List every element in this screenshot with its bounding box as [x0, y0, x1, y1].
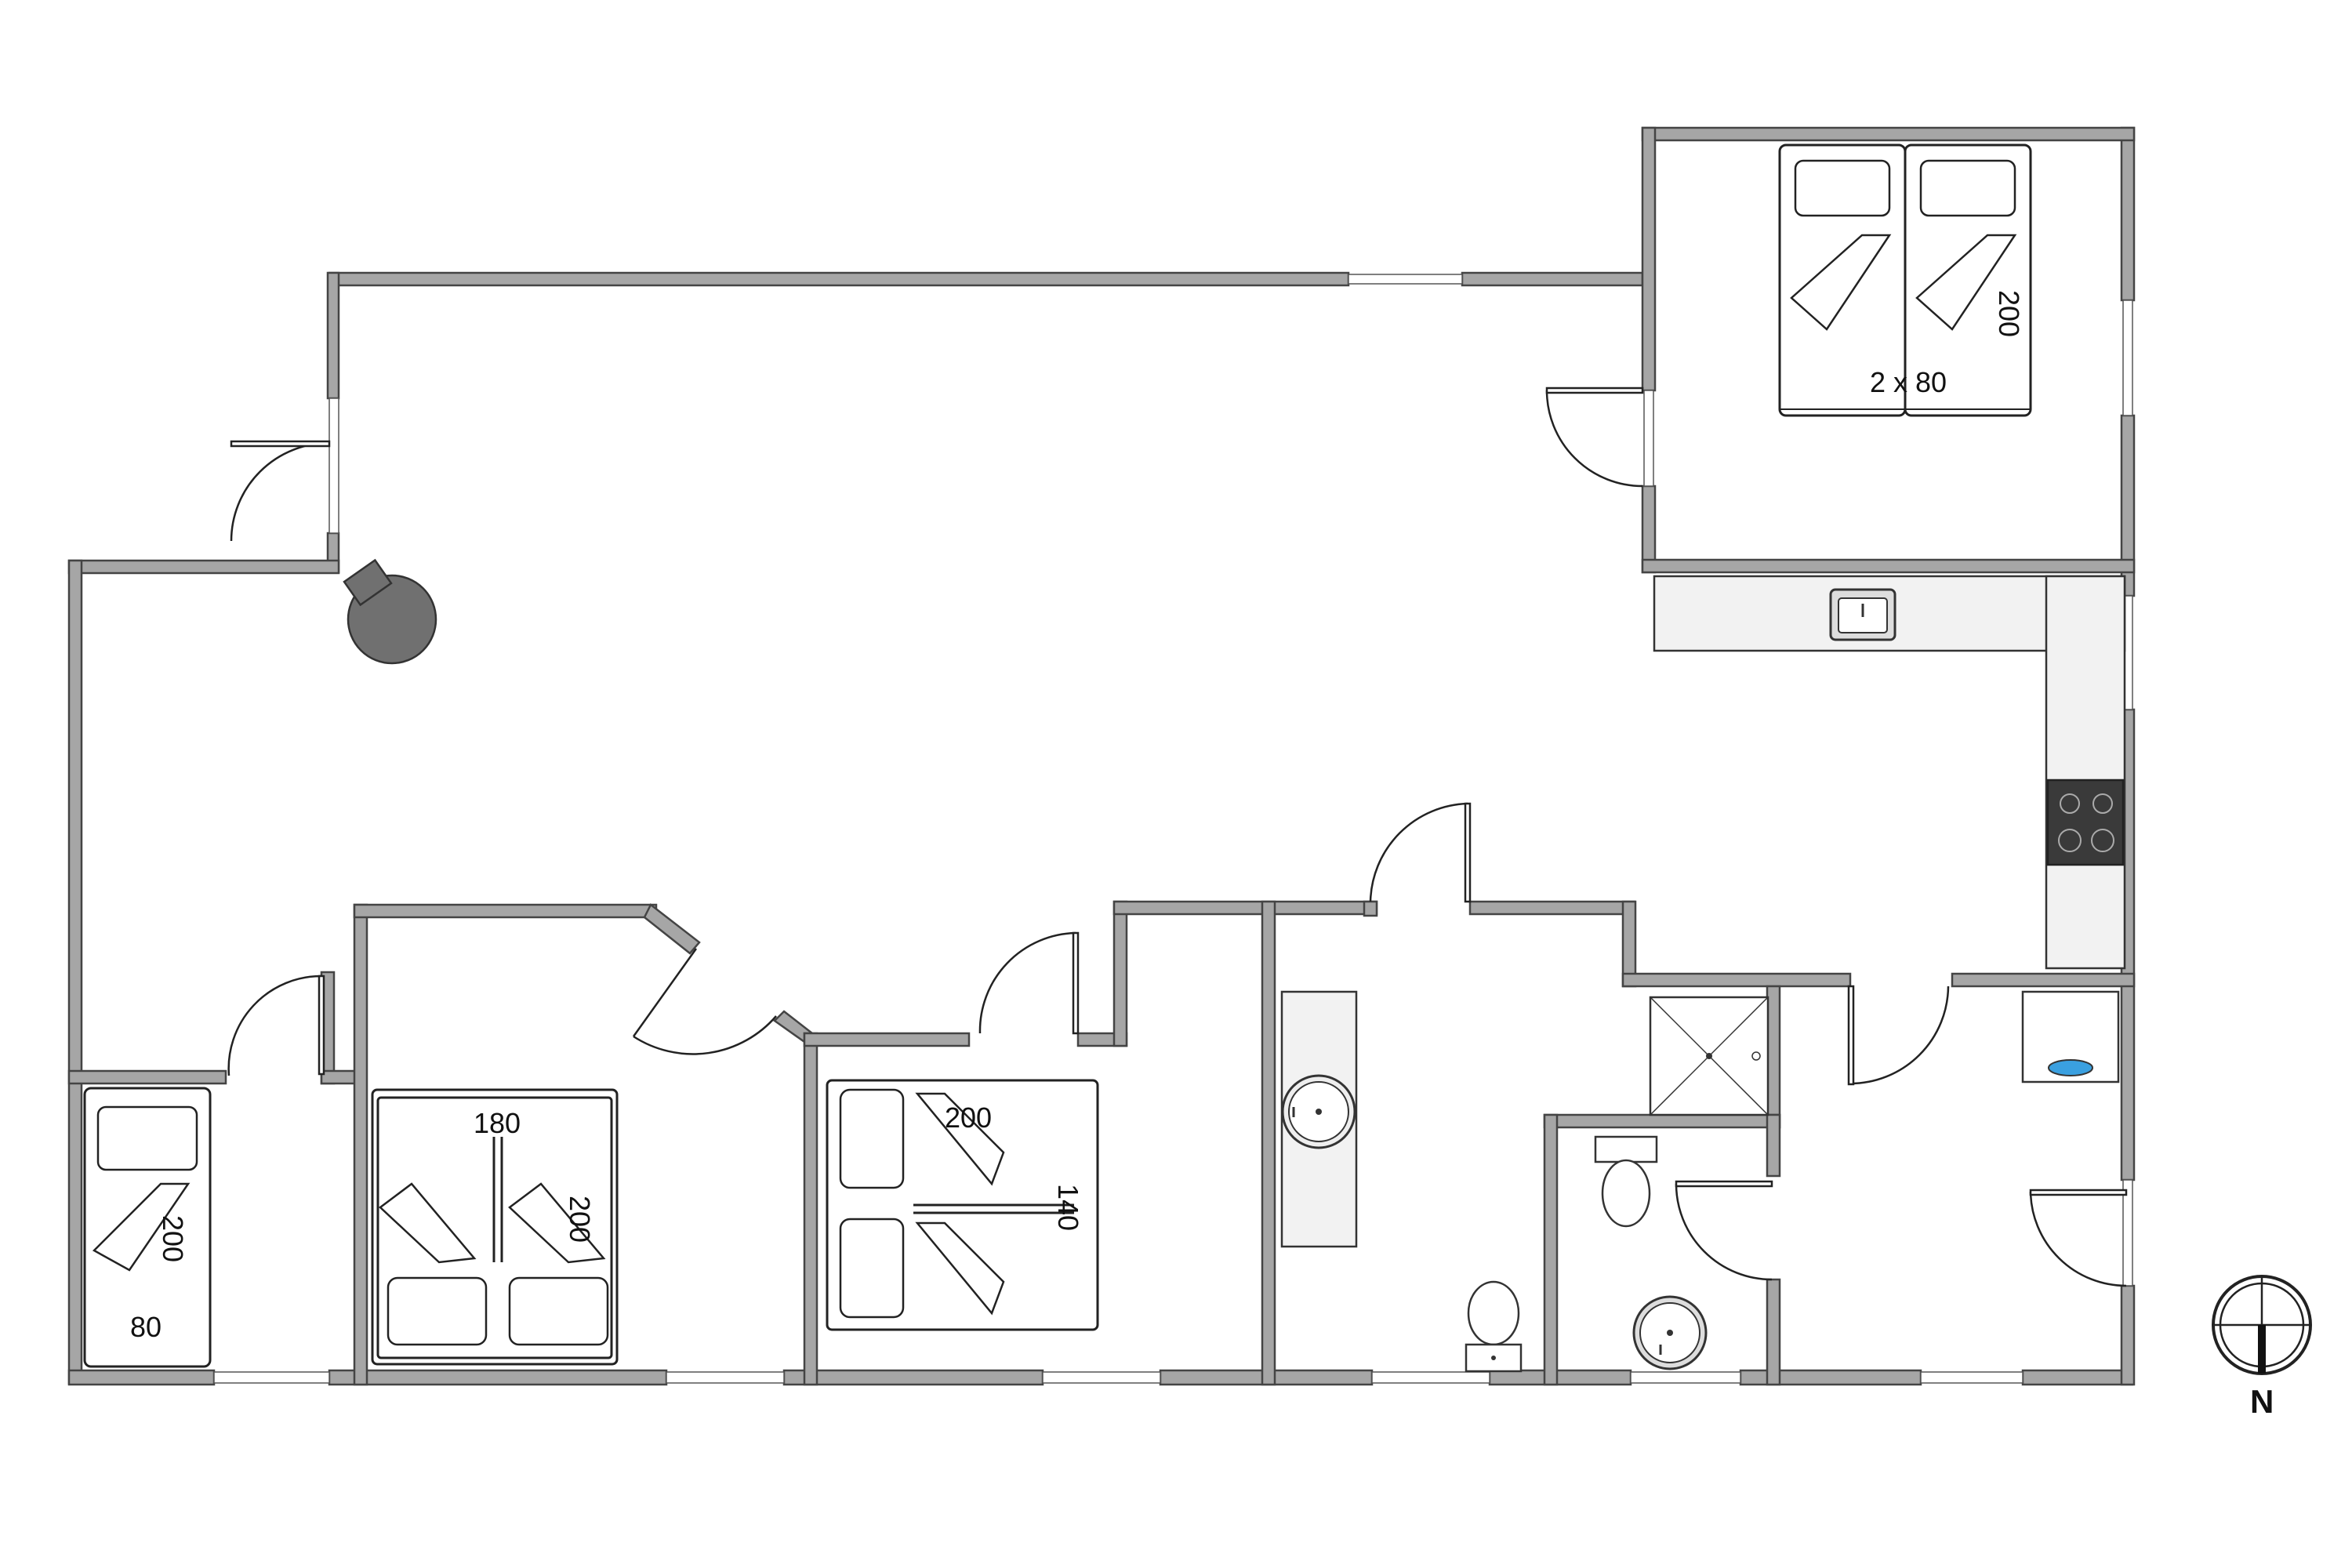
dim-bed-140-length: 200	[945, 1102, 992, 1134]
door-bedroom-180[interactable]	[632, 948, 777, 1055]
bed-180: 180 200	[371, 1088, 619, 1366]
compass-north-needle	[2258, 1325, 2266, 1374]
bathroom-fixtures	[1280, 990, 1769, 1373]
dim-bed-180-length: 200	[564, 1196, 596, 1243]
fireplace	[343, 558, 437, 665]
compass-north-label: N	[2250, 1383, 2274, 1420]
wc-toilet	[1594, 1135, 1658, 1228]
bed-80: 200 80	[83, 1087, 212, 1368]
bed-2x80: 200 2 x 80	[1778, 143, 2032, 417]
dim-bed-80-length: 200	[157, 1215, 189, 1262]
doors	[227, 387, 2128, 1287]
dim-bed-80-width: 80	[130, 1311, 162, 1343]
kitchen-sink	[1829, 588, 1896, 641]
entry-door[interactable]	[230, 440, 331, 542]
dim-bed-180-width: 180	[474, 1107, 521, 1139]
shower	[1649, 996, 1769, 1116]
door-bathroom[interactable]	[1369, 802, 1472, 903]
kitchen-counter-side	[2045, 575, 2126, 970]
compass-rose: N	[2212, 1275, 2312, 1420]
door-bedroom-140[interactable]	[978, 931, 1080, 1035]
stove	[2046, 779, 2125, 866]
bath-sink	[1281, 1074, 1356, 1149]
door-utility[interactable]	[1847, 985, 1950, 1086]
door-east[interactable]	[2029, 1189, 2128, 1287]
dim-bed-2x80-length: 200	[1993, 290, 2025, 337]
kitchen	[1653, 575, 2126, 970]
wc-sink	[1632, 1295, 1708, 1370]
dim-bed-2x80-width: 2 x 80	[1870, 366, 1947, 398]
dim-bed-140-width: 140	[1052, 1184, 1084, 1231]
door-bedroom-2x80[interactable]	[1545, 387, 1644, 488]
door-bedroom-80[interactable]	[227, 975, 325, 1076]
washing-machine	[2021, 990, 2120, 1083]
door-wc[interactable]	[1675, 1180, 1773, 1281]
bed-140: 200 140	[826, 1079, 1099, 1331]
toilet	[1465, 1280, 1523, 1373]
